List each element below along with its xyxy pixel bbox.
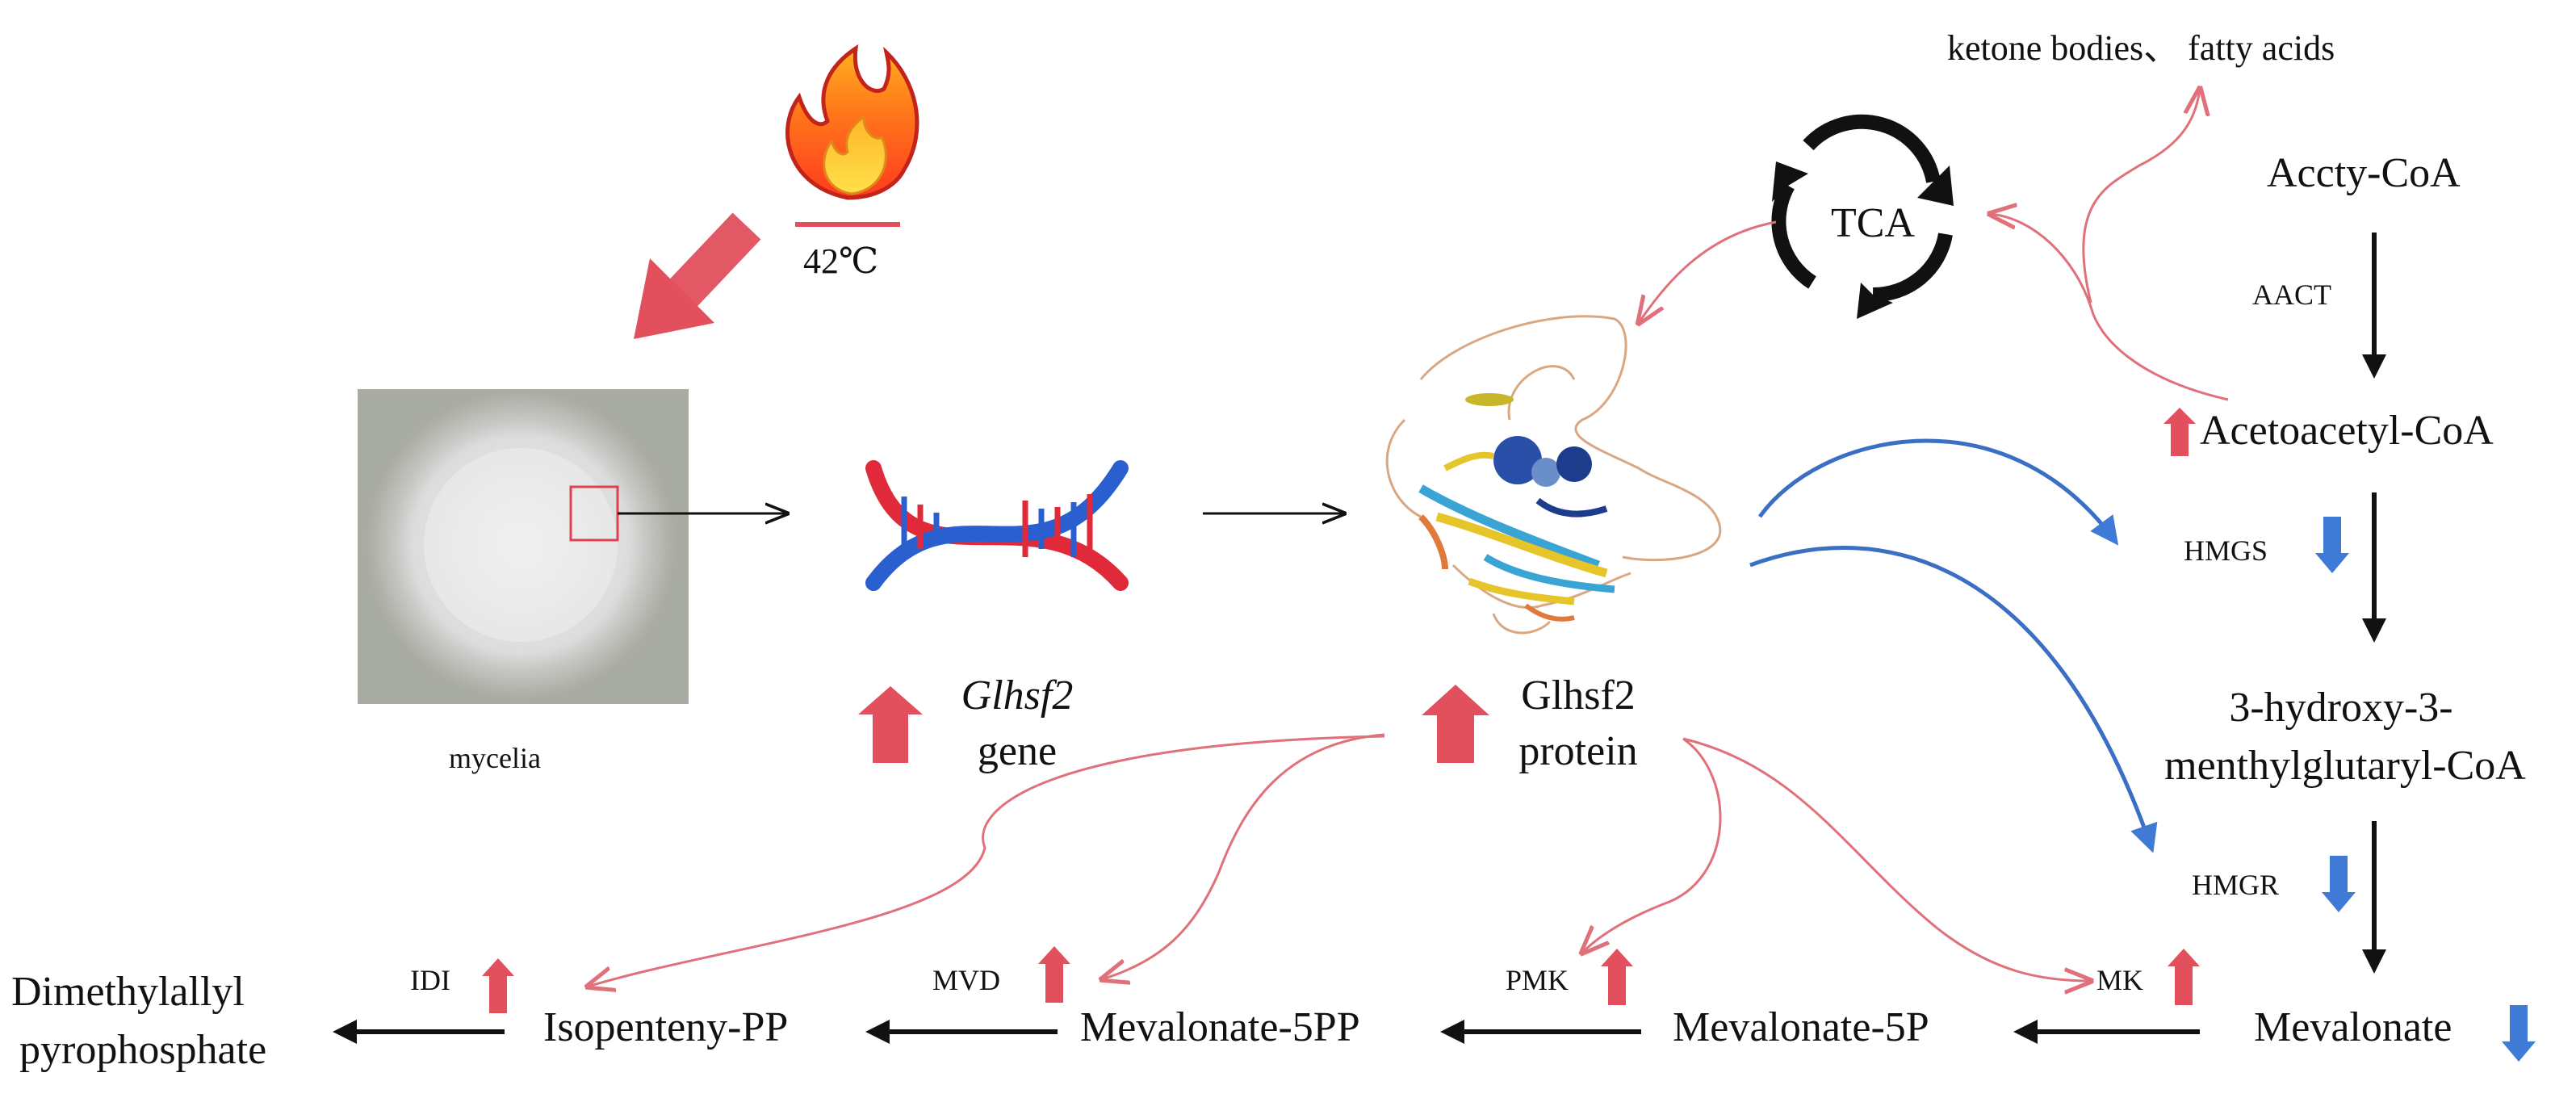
- mvd-label: MVD: [932, 964, 1001, 996]
- aact-label: AACT: [2252, 279, 2331, 311]
- hmgr-label: HMGR: [2192, 869, 2280, 901]
- dmapp-label-line1: Dimethylallyl: [11, 969, 245, 1015]
- pmk-label: PMK: [1506, 964, 1569, 996]
- up-arrow-mvd: [1038, 946, 1070, 1003]
- up-arrow-protein: [1422, 685, 1489, 763]
- isopenteny-pp-label: Isopenteny-PP: [543, 1004, 789, 1050]
- down-arrow-mevalonate: [2502, 1005, 2536, 1062]
- protein-structure-icon: [1385, 315, 1722, 635]
- mycelia-label: mycelia: [449, 742, 541, 774]
- up-arrow-gene: [858, 686, 923, 763]
- down-arrow-hmgr: [2322, 856, 2356, 912]
- up-arrow-mk: [2168, 949, 2200, 1005]
- down-regulation-indicators: [2315, 517, 2536, 1062]
- idi-label: IDI: [410, 964, 450, 996]
- products-label: ketone bodies、 fatty acids: [1947, 28, 2335, 68]
- protein-name: Glhsf2: [1521, 673, 1636, 719]
- up-regulation-indicators: [482, 408, 2200, 1013]
- pathway-flow-arrows: [333, 233, 2386, 1044]
- mycelia-image: [358, 389, 689, 704]
- hmg-coa-label-line2: menthylglutaryl-CoA: [2164, 743, 2526, 789]
- acetyl-coa-label: Accty-CoA: [2267, 150, 2461, 196]
- regulation-lines-bottom: [588, 733, 2091, 987]
- gene-name: Glhsf2: [928, 673, 1106, 719]
- mevalonate-5p-label: Mevalonate-5P: [1673, 1004, 1929, 1050]
- dmapp-label-line2: pyrophosphate: [19, 1027, 267, 1073]
- mevalonate-label: Mevalonate: [2254, 1004, 2452, 1050]
- dna-icon: [865, 460, 1129, 591]
- tca-label: TCA: [1831, 200, 1915, 246]
- down-arrow-hmgs: [2315, 517, 2349, 573]
- mk-label: MK: [2096, 964, 2144, 996]
- cycle-arrowheads: [1772, 161, 1954, 319]
- cycle-icon: [1771, 114, 1953, 303]
- gene-suffix: gene: [977, 728, 1058, 774]
- mevalonate-5pp-label: Mevalonate-5PP: [1080, 1004, 1360, 1050]
- protein-suffix: protein: [1518, 728, 1638, 774]
- gene-name-text: Glhsf2: [961, 673, 1074, 719]
- up-arrow-idi: [482, 958, 514, 1013]
- fire-icon: [785, 44, 919, 227]
- hmgs-label: HMGS: [2184, 534, 2268, 567]
- up-arrow-pmk: [1601, 949, 1633, 1005]
- temperature-label: 42℃: [803, 241, 879, 281]
- up-arrow-acetoacetyl: [2163, 408, 2196, 456]
- hmg-coa-label-line1: 3-hydroxy-3-: [2229, 685, 2453, 731]
- regulation-lines-top: [1639, 89, 2229, 401]
- heat-stress-arrow: [634, 212, 761, 339]
- inhibition-lines: [1749, 438, 2158, 853]
- acetoacetyl-coa-label: Acetoacetyl-CoA: [2200, 408, 2494, 454]
